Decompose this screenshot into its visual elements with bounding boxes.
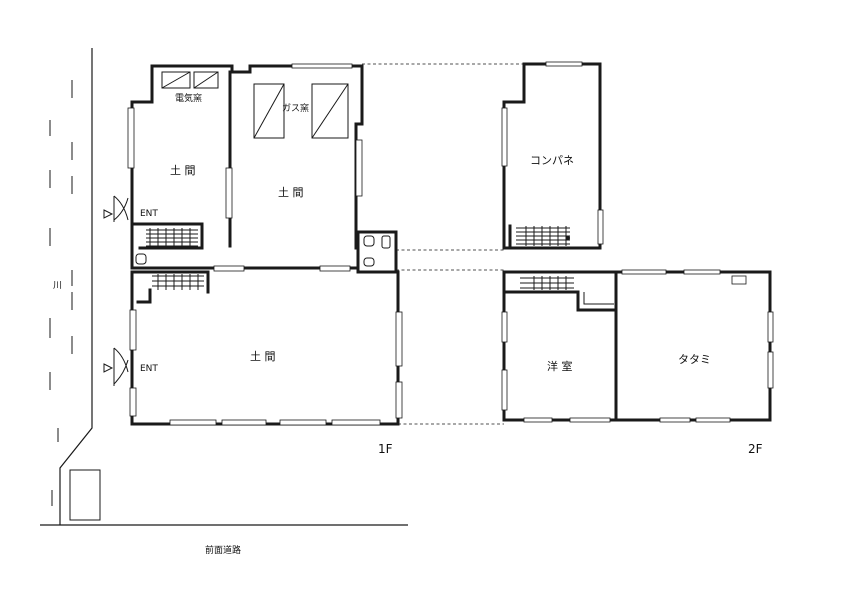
stairs-2f-upper: [516, 226, 570, 246]
floor-label-1f: 1F: [378, 442, 393, 456]
parking-space: [69, 469, 101, 521]
electric-kiln: [161, 71, 219, 89]
river-label: 川: [53, 281, 62, 291]
room-label-doma-kiln: 土 間: [278, 186, 304, 199]
toilet-fixtures: [135, 235, 391, 267]
room-label-western-room: 洋 室: [547, 359, 573, 373]
entrance-door-lower[interactable]: [103, 347, 129, 386]
walls-1f: [130, 64, 400, 426]
windows-1f: [127, 63, 403, 426]
electric-kiln-label: 電気窯: [175, 92, 202, 104]
site-boundary: [40, 48, 408, 526]
walls-2f-lower: [502, 270, 772, 422]
entrance-door-upper[interactable]: [103, 195, 129, 222]
windows-2f-lower: [501, 269, 774, 423]
entrance-label-lower: ENT: [140, 364, 158, 374]
room-label-doma-small: 土 間: [170, 164, 196, 177]
gas-kiln: [253, 83, 349, 139]
room-label-tatami: タタミ: [678, 353, 711, 366]
alignment-lines: [362, 63, 524, 425]
stairs-1f-lower: [152, 274, 204, 290]
front-road-label: 前面道路: [205, 544, 241, 556]
entrance-label-upper: ENT: [140, 209, 158, 219]
room-label-doma-large: 土 間: [250, 350, 276, 363]
river-marks: [49, 80, 73, 506]
windows-2f-upper: [501, 61, 604, 245]
floor-label-2f: 2F: [748, 442, 763, 456]
gas-kiln-label: ガス窯: [282, 102, 309, 114]
room-label-concrete-panel: コンパネ: [530, 154, 574, 167]
stairs-1f-upper: [146, 228, 198, 248]
stairs-2f-lower: [520, 276, 574, 290]
